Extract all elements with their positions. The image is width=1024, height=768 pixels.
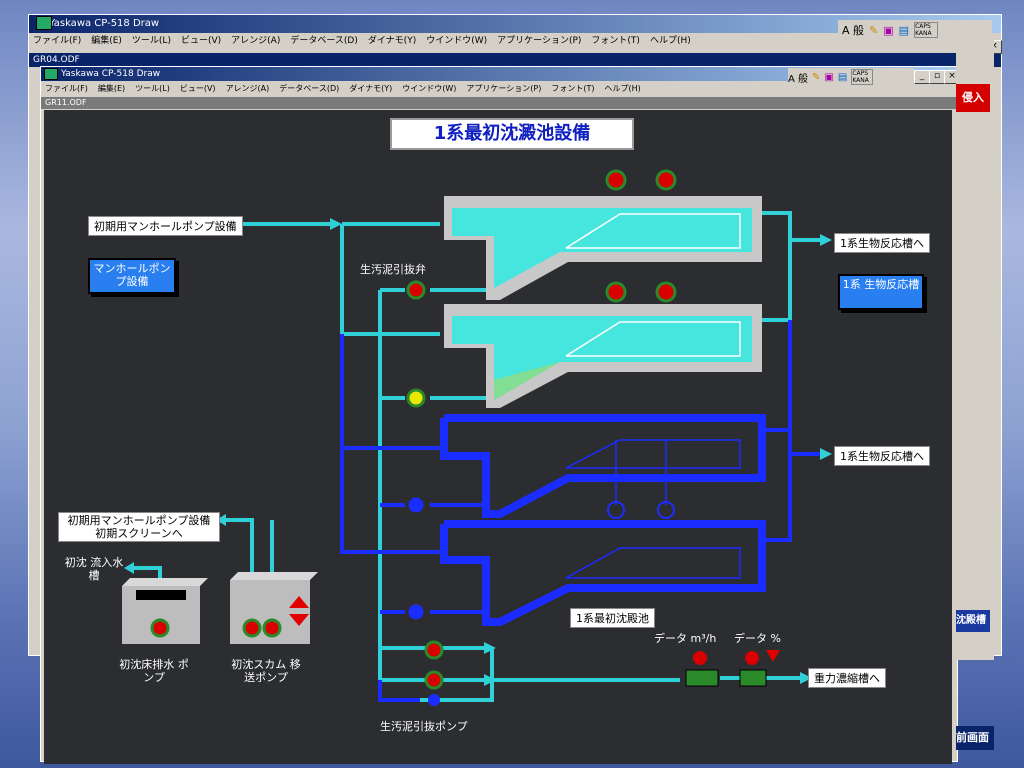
menu-tool[interactable]: ツール(L) [135,84,170,93]
ime-icon[interactable]: A 般 [788,73,809,85]
inflow-label: 初期用マンホールポンプ設備 [88,216,243,236]
blue-pipes [340,320,820,702]
basin-3[interactable] [440,414,766,518]
menu-tool[interactable]: ツール(L) [131,36,171,46]
screen-title: 1系最初沈澱池設備 [390,118,634,150]
menu-help[interactable]: ヘルプ(H) [604,84,641,93]
flow-meters[interactable] [685,650,780,687]
manhole-pump-button[interactable]: マンホールポンプ設備 [88,258,176,294]
outer-menubar: ファイル(F) 編集(E) ツール(L) ビュー(V) アレンジ(A) データベース(D)… [29,33,1001,49]
sludge-pump-label: 生汚泥引抜ポンプ [380,720,468,733]
to-reactor-label-2: 1系生物反応槽へ [834,446,930,466]
menu-font[interactable]: フォント(T) [551,84,595,93]
inner-menubar: ファイル(F) 編集(E) ツール(L) ビュー(V) アレンジ(A) データベース(D)… [41,81,957,97]
menu-edit[interactable]: 編集(E) [97,84,126,93]
dictionary-icon[interactable]: ▣ [824,71,834,83]
scraper-lines-idle [565,439,741,579]
ime-icon[interactable]: A 般 [842,24,865,37]
menu-database[interactable]: データベース(D) [290,36,358,46]
inflow-tank[interactable] [122,578,208,644]
menu-arrange[interactable]: アレンジ(A) [231,36,281,46]
scraper-drives[interactable] [605,169,677,519]
caps-kana-icon: CAPS KANA [851,69,874,85]
outer-title: Yaskawa CP-518 Draw [49,18,160,29]
menu-view[interactable]: ビュー(V) [180,36,222,46]
inner-doc-name: GR11.ODF [45,98,87,107]
menu-window[interactable]: ウインドウ(W) [402,84,457,93]
sludge-pumps[interactable] [424,640,444,706]
basin-4[interactable] [440,520,766,626]
sludge-valves[interactable] [406,280,426,620]
data-label-flow: データ m³/h [654,632,717,645]
basin-label: 1系最初沈殿池 [570,608,655,628]
inner-doc-tab[interactable]: GR11.ODF [41,97,957,109]
menu-dynamo[interactable]: ダイナモ(Y) [349,84,393,93]
inner-title: Yaskawa CP-518 Draw [61,69,161,79]
tool-icon[interactable]: ▤ [898,23,910,37]
drain-pump-label: 初沈床排水 ポンプ [119,658,189,684]
thickener-label: 重力濃縮槽へ [808,668,886,688]
side-button-basin[interactable]: 沈殿槽 [956,610,990,632]
inner-toolbar: A 般 ✎ ▣ ▤ CAPS KANA [788,68,914,86]
scum-pump-label: 初沈スカム 移送ポンプ [231,658,301,684]
scraper-lines [565,213,741,357]
menu-window[interactable]: ウインドウ(W) [426,36,488,46]
reactor-button[interactable]: 1系 生物反応槽 [838,274,924,310]
dictionary-icon[interactable]: ▣ [883,23,894,37]
caps-kana-icon: CAPS KANA [914,22,939,38]
to-reactor-label-1: 1系生物反応槽へ [834,233,930,253]
menu-application[interactable]: アプリケーション(P) [466,84,542,93]
menu-file[interactable]: ファイル(F) [33,36,82,46]
data-label-percent: データ % [734,632,781,645]
app-icon [36,16,52,30]
intrusion-alarm-tag[interactable]: 侵入 [956,84,990,112]
menu-arrange[interactable]: アレンジ(A) [225,84,270,93]
menu-application[interactable]: アプリケーション(P) [497,36,582,46]
tool-icon[interactable]: ▤ [837,71,848,83]
scum-tank[interactable] [230,572,318,644]
previous-screen-button[interactable]: 前画面 [956,726,994,750]
inflow-tank-label: 初沈 流入水槽 [64,556,124,582]
screen-dest-label: 初期用マンホールポンプ設備 初期スクリーンへ [58,512,220,542]
menu-font[interactable]: フォント(T) [591,36,640,46]
outer-titlebar[interactable]: Yaskawa CP-518 Draw [29,15,1001,33]
menu-view[interactable]: ビュー(V) [179,84,216,93]
inner-app-icon [44,68,58,80]
background-window [956,40,994,660]
ime-mode-icon[interactable]: ✎ [812,71,821,83]
outer-doc-tab[interactable]: GR04.ODF [29,53,1001,67]
menu-help[interactable]: ヘルプ(H) [649,36,691,46]
valve-label: 生汚泥引抜弁 [360,263,426,276]
outer-toolbar: A 般 ✎ ▣ ▤ CAPS KANA [838,20,992,40]
menu-dynamo[interactable]: ダイナモ(Y) [367,36,417,46]
menu-database[interactable]: データベース(D) [279,84,340,93]
outer-doc-name: GR04.ODF [33,55,80,65]
ime-mode-icon[interactable]: ✎ [869,23,879,37]
flow-arrows [124,218,832,686]
menu-edit[interactable]: 編集(E) [91,36,122,46]
menu-file[interactable]: ファイル(F) [45,84,88,93]
minimize-icon[interactable]: _ [914,70,930,84]
inner-titlebar[interactable]: Yaskawa CP-518 Draw [41,67,957,81]
